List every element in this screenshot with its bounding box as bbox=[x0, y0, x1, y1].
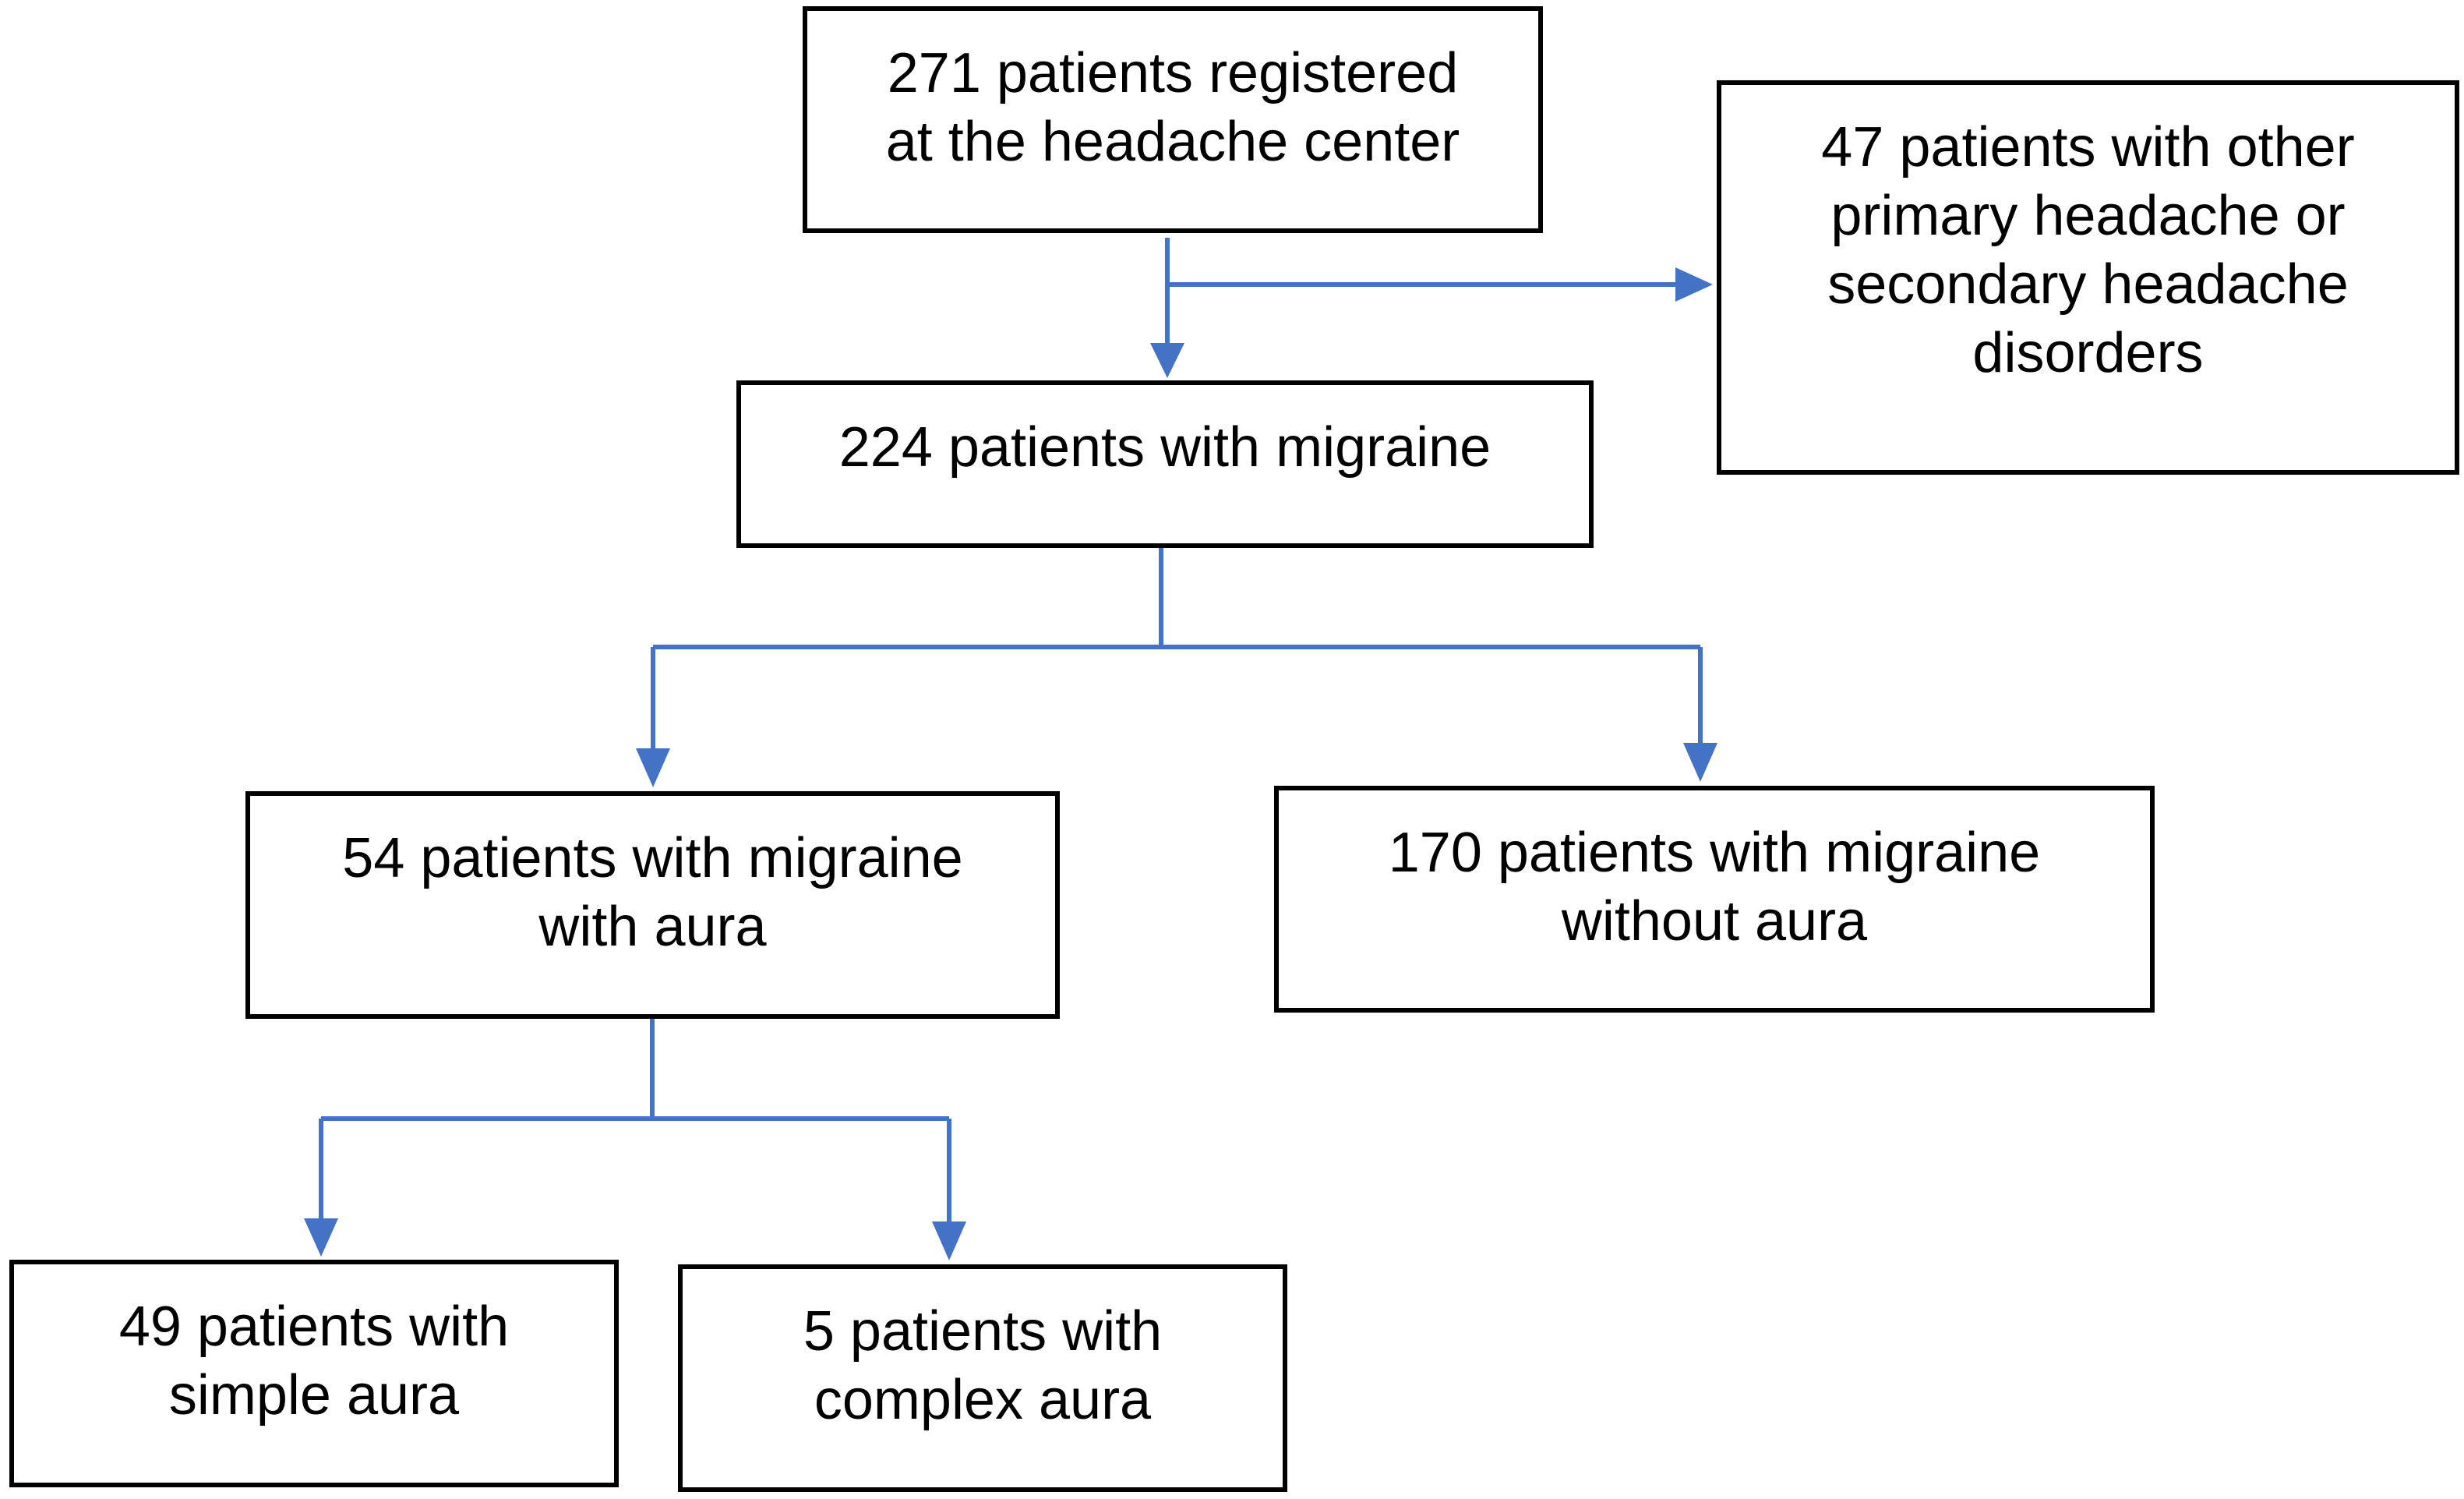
migraine-without-aura-label: 170 patients with migraine without aura bbox=[1388, 822, 2041, 953]
arrowhead-to-excluded bbox=[1675, 267, 1713, 302]
arrowhead-to-complex bbox=[932, 1221, 966, 1260]
migraine-without-aura-box: 170 patients with migraine without aura bbox=[1274, 786, 2155, 1013]
excluded-patients-box: 47 patients with other primary headache … bbox=[1717, 80, 2459, 475]
arrowhead-to-migraine bbox=[1150, 343, 1184, 378]
arrowhead-to-with-aura bbox=[636, 748, 670, 787]
registered-patients-box: 271 patients registered at the headache … bbox=[803, 6, 1543, 233]
excluded-patients-label: 47 patients with other primary headache … bbox=[1821, 116, 2355, 384]
complex-aura-box: 5 patients with complex aura bbox=[678, 1264, 1287, 1492]
complex-aura-label: 5 patients with complex aura bbox=[803, 1300, 1163, 1431]
migraine-with-aura-box: 54 patients with migraine with aura bbox=[245, 791, 1060, 1019]
migraine-with-aura-label: 54 patients with migraine with aura bbox=[342, 827, 963, 958]
migraine-patients-box: 224 patients with migraine bbox=[736, 380, 1594, 548]
simple-aura-box: 49 patients with simple aura bbox=[9, 1260, 619, 1487]
registered-patients-label: 271 patients registered at the headache … bbox=[885, 42, 1460, 173]
migraine-patients-label: 224 patients with migraine bbox=[838, 416, 1491, 479]
simple-aura-label: 49 patients with simple aura bbox=[118, 1296, 510, 1427]
arrowhead-to-without-aura bbox=[1683, 743, 1717, 782]
arrowhead-to-simple bbox=[304, 1218, 338, 1257]
